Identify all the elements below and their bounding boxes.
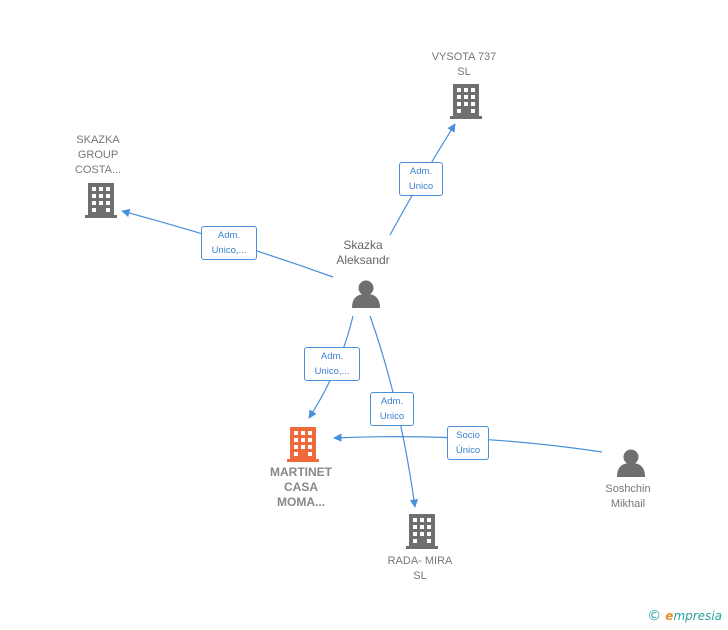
node-label-martinet[interactable]: MARTINET CASA MOMA... — [270, 465, 332, 509]
building-icon[interactable] — [85, 183, 117, 218]
building-icon[interactable] — [450, 84, 482, 119]
edge-label-soshchin-to-martinet: Socio Único — [447, 426, 489, 460]
node-label-rada-mira[interactable]: RADA- MIRA SL — [387, 555, 453, 582]
node-label-vysota[interactable]: VYSOTA 737 SL — [431, 51, 497, 78]
edge-label-to-skazka-group: Adm. Unico,... — [201, 226, 257, 260]
edge-label-to-vysota: Adm. Unico — [399, 162, 443, 196]
edge-label-to-rada-mira: Adm. Unico — [370, 392, 414, 426]
node-label-skazka-group[interactable]: SKAZKA GROUP COSTA... — [74, 134, 122, 176]
brand-letter: e — [665, 609, 674, 623]
node-label-soshchin[interactable]: Soshchin Mikhail — [605, 483, 651, 510]
person-icon[interactable] — [617, 449, 645, 478]
person-icon[interactable] — [352, 280, 380, 309]
building-icon[interactable] — [287, 427, 319, 462]
copyright-icon: © — [647, 608, 662, 624]
node-label-skazka-aleksandr[interactable]: Skazka Aleksandr — [336, 238, 390, 267]
brand-name: mpresia — [673, 609, 722, 623]
edge-label-to-martinet: Adm. Unico,... — [304, 347, 360, 381]
empresia-logo: ©empresia — [647, 608, 722, 624]
building-icon[interactable] — [406, 514, 438, 549]
